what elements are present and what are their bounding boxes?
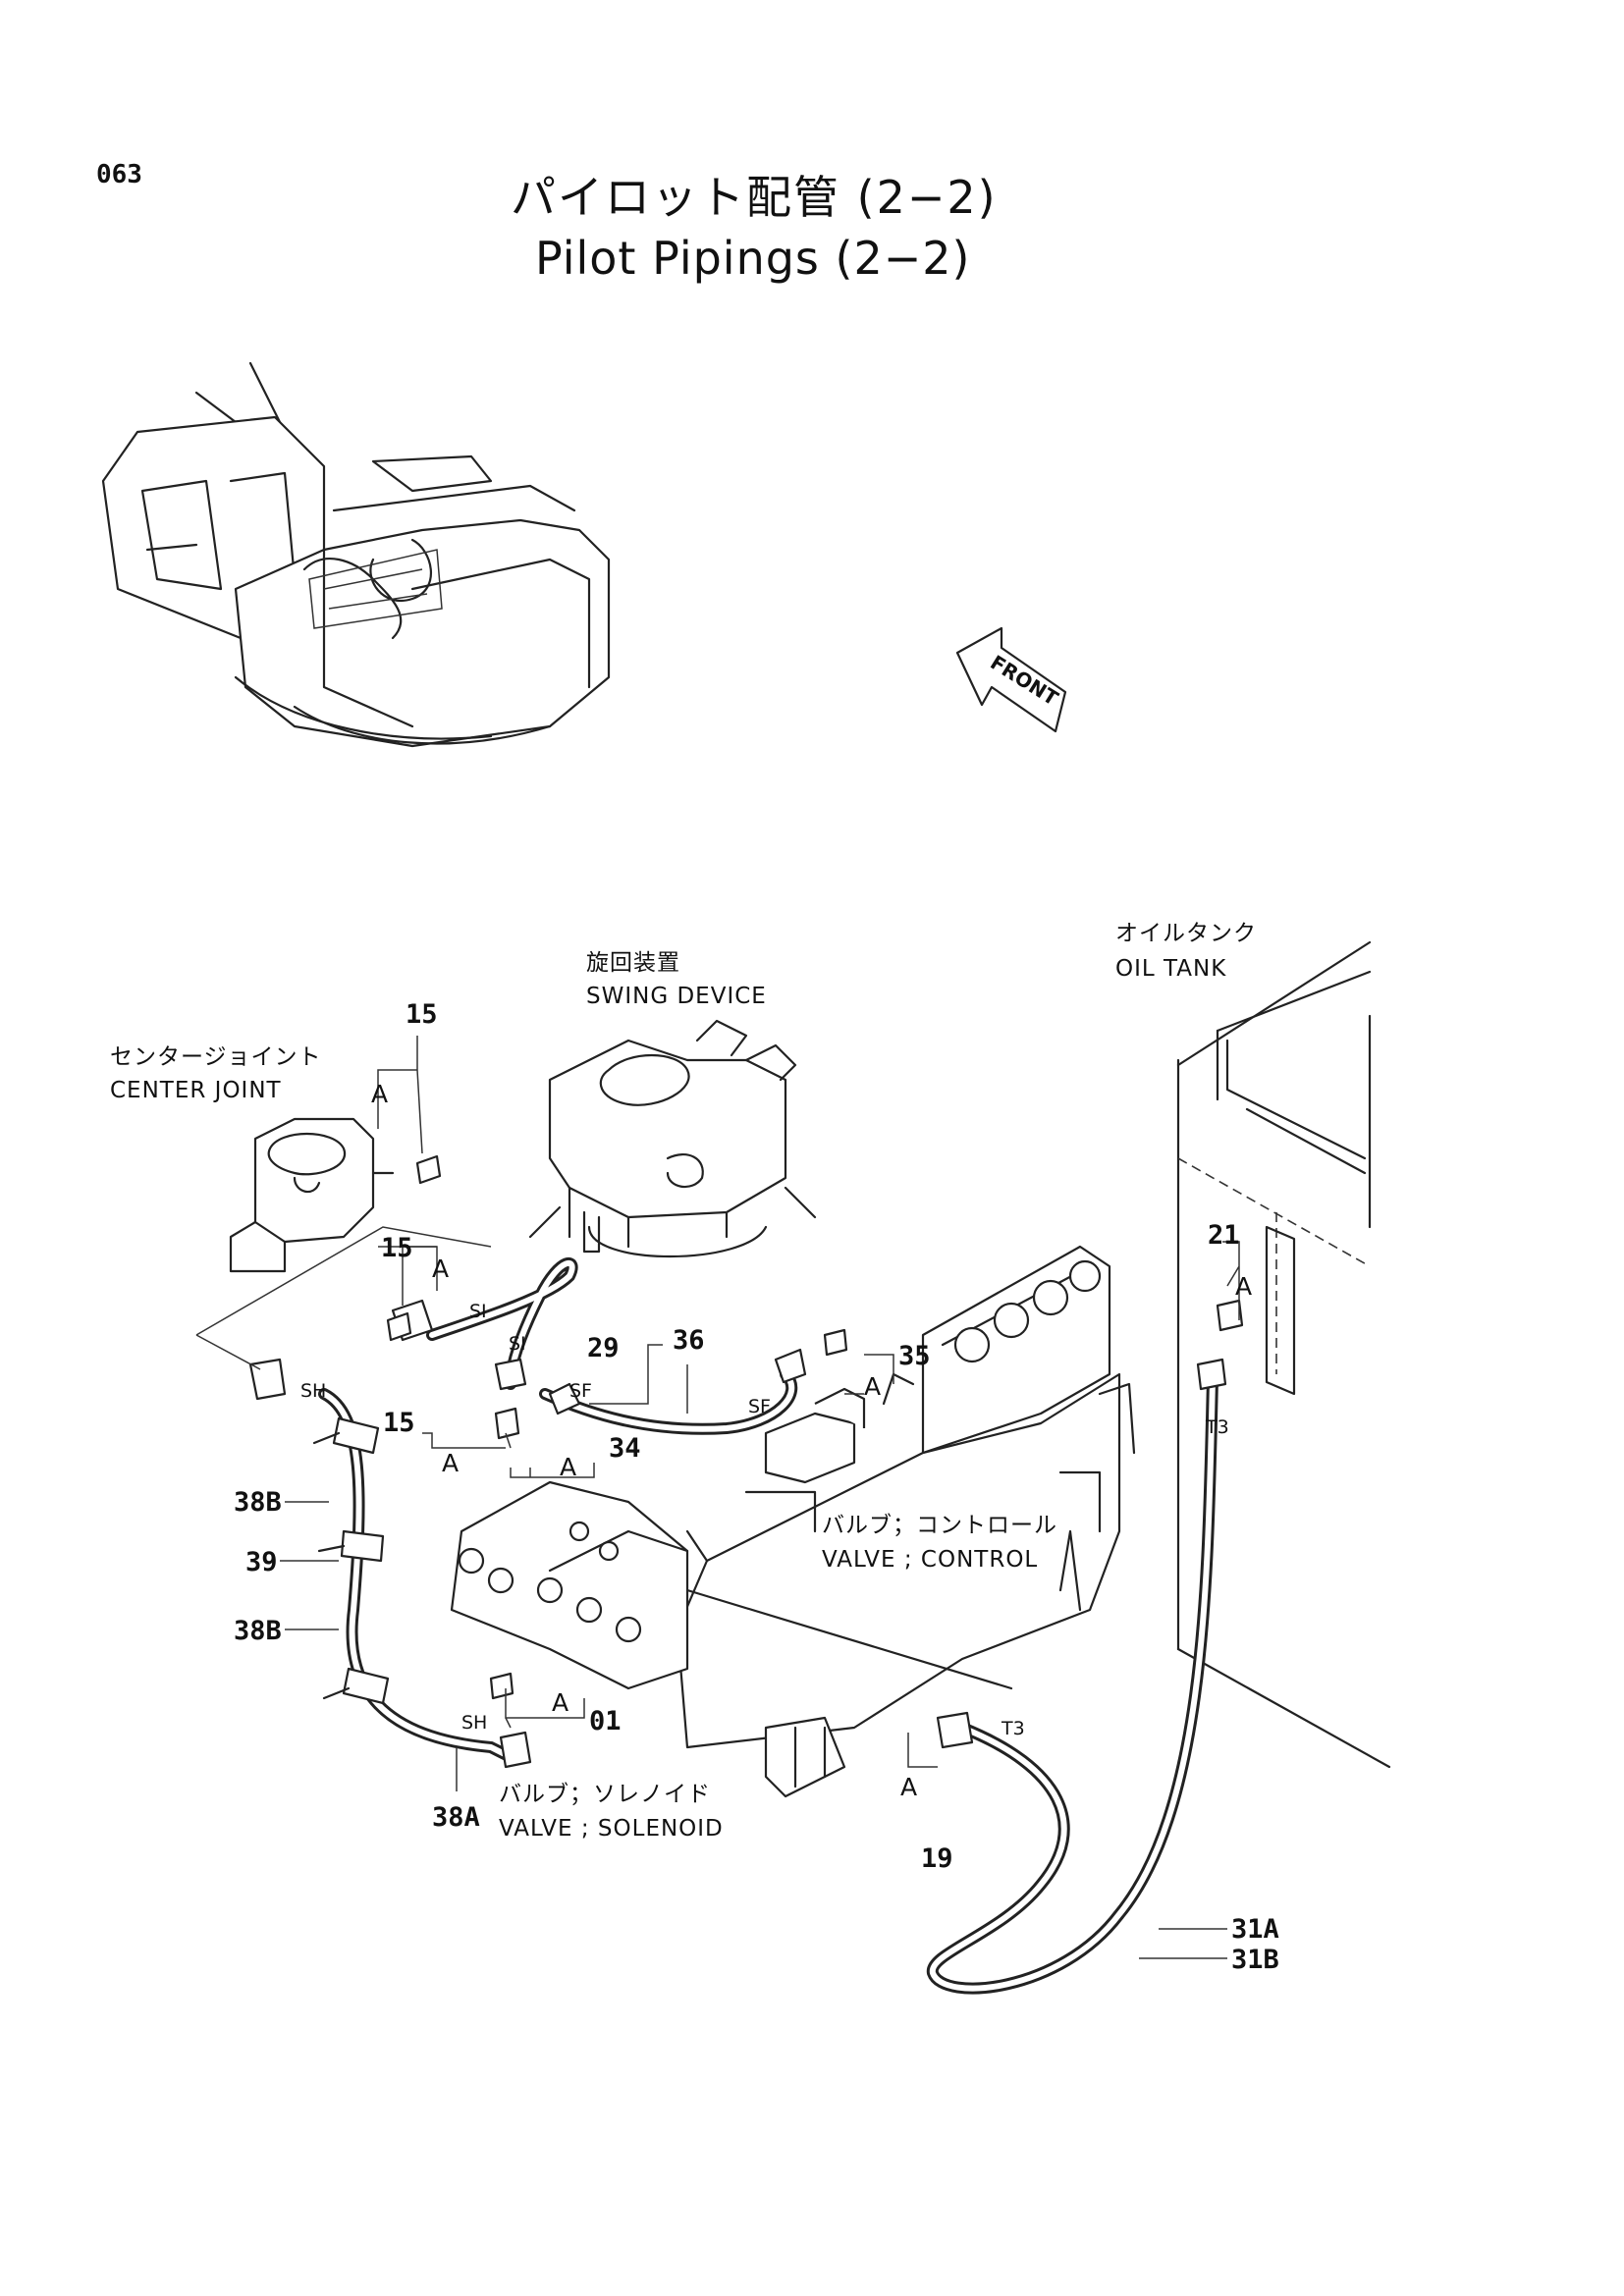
- part-number-29[interactable]: 29: [587, 1333, 620, 1363]
- part-number-38A[interactable]: 38A: [432, 1802, 480, 1833]
- center-joint-caption-jp: センタージョイント: [110, 1044, 322, 1070]
- detail-ref-a-1: A: [371, 1080, 389, 1108]
- part-number-34[interactable]: 34: [609, 1433, 641, 1464]
- hose-29: [426, 1256, 578, 1390]
- part-number-39[interactable]: 39: [245, 1547, 278, 1577]
- part-number-19[interactable]: 19: [921, 1843, 953, 1874]
- hose-31A-31B: [926, 1373, 1218, 1995]
- hose-36: [539, 1368, 798, 1435]
- port-tag-sf-1: SF: [569, 1380, 592, 1402]
- part-number-01[interactable]: 01: [589, 1706, 622, 1736]
- detail-ref-a-2: A: [432, 1255, 450, 1283]
- leader-lines: [195, 1036, 1240, 1959]
- title-japanese: パイロット配管 (2−2): [511, 171, 998, 224]
- swing-device-illustration: [528, 1019, 817, 1258]
- solenoid-valve-caption-en: VALVE ; SOLENOID: [499, 1816, 724, 1842]
- detail-ref-a-8: A: [900, 1773, 918, 1801]
- excavator-overview-illustration: [101, 361, 611, 748]
- part-number-35[interactable]: 35: [898, 1341, 931, 1371]
- part-number-36[interactable]: 36: [673, 1325, 705, 1356]
- detail-ref-a-6: A: [1235, 1272, 1253, 1301]
- part-number-15-top[interactable]: 15: [406, 999, 438, 1030]
- detail-ref-a-3: A: [442, 1449, 460, 1477]
- part-number-15-low[interactable]: 15: [383, 1408, 415, 1438]
- control-valve-caption-jp: バルブ；コントロール: [822, 1513, 1057, 1538]
- port-tag-si-1: SI: [469, 1301, 487, 1322]
- swing-device-caption-jp: 旋回装置: [586, 950, 680, 976]
- center-joint-illustration: [229, 1117, 395, 1273]
- part-number-31A[interactable]: 31A: [1231, 1914, 1279, 1945]
- part-number-38B-top[interactable]: 38B: [234, 1487, 282, 1518]
- control-valve-caption-en: VALVE ; CONTROL: [822, 1547, 1039, 1573]
- solenoid-valve-caption-jp: バルブ；ソレノイド: [499, 1782, 711, 1807]
- port-tag-si-2: SI: [509, 1333, 526, 1355]
- port-tag-sh-1: SH: [300, 1380, 327, 1402]
- front-arrow-icon: [955, 626, 1067, 733]
- swing-device-caption-en: SWING DEVICE: [586, 984, 767, 1009]
- oil-tank-illustration: [1176, 940, 1391, 1769]
- page-number: 063: [96, 160, 142, 189]
- port-tag-sh-2: SH: [461, 1712, 488, 1734]
- detail-ref-a-4: A: [560, 1453, 577, 1481]
- port-tag-sf-2: SF: [748, 1396, 771, 1417]
- oil-tank-caption-jp: オイルタンク: [1115, 921, 1257, 946]
- part-number-38B-low[interactable]: 38B: [234, 1616, 282, 1646]
- part-number-21[interactable]: 21: [1208, 1220, 1240, 1251]
- solenoid-valve-illustration: [450, 1480, 689, 1690]
- port-tag-t3-1: T3: [1206, 1416, 1229, 1438]
- fitting-clamps: [248, 1154, 1244, 1769]
- port-tag-t3-2: T3: [1001, 1718, 1025, 1739]
- oil-tank-caption-en: OIL TANK: [1115, 956, 1227, 982]
- detail-ref-a-5: A: [864, 1372, 882, 1401]
- part-number-31B[interactable]: 31B: [1231, 1945, 1279, 1975]
- control-valve-illustration: [676, 1245, 1136, 1798]
- part-number-15-mid[interactable]: 15: [381, 1233, 413, 1263]
- center-joint-caption-en: CENTER JOINT: [110, 1078, 282, 1103]
- detail-ref-a-7: A: [552, 1688, 569, 1717]
- title-english: Pilot Pipings (2−2): [535, 232, 971, 285]
